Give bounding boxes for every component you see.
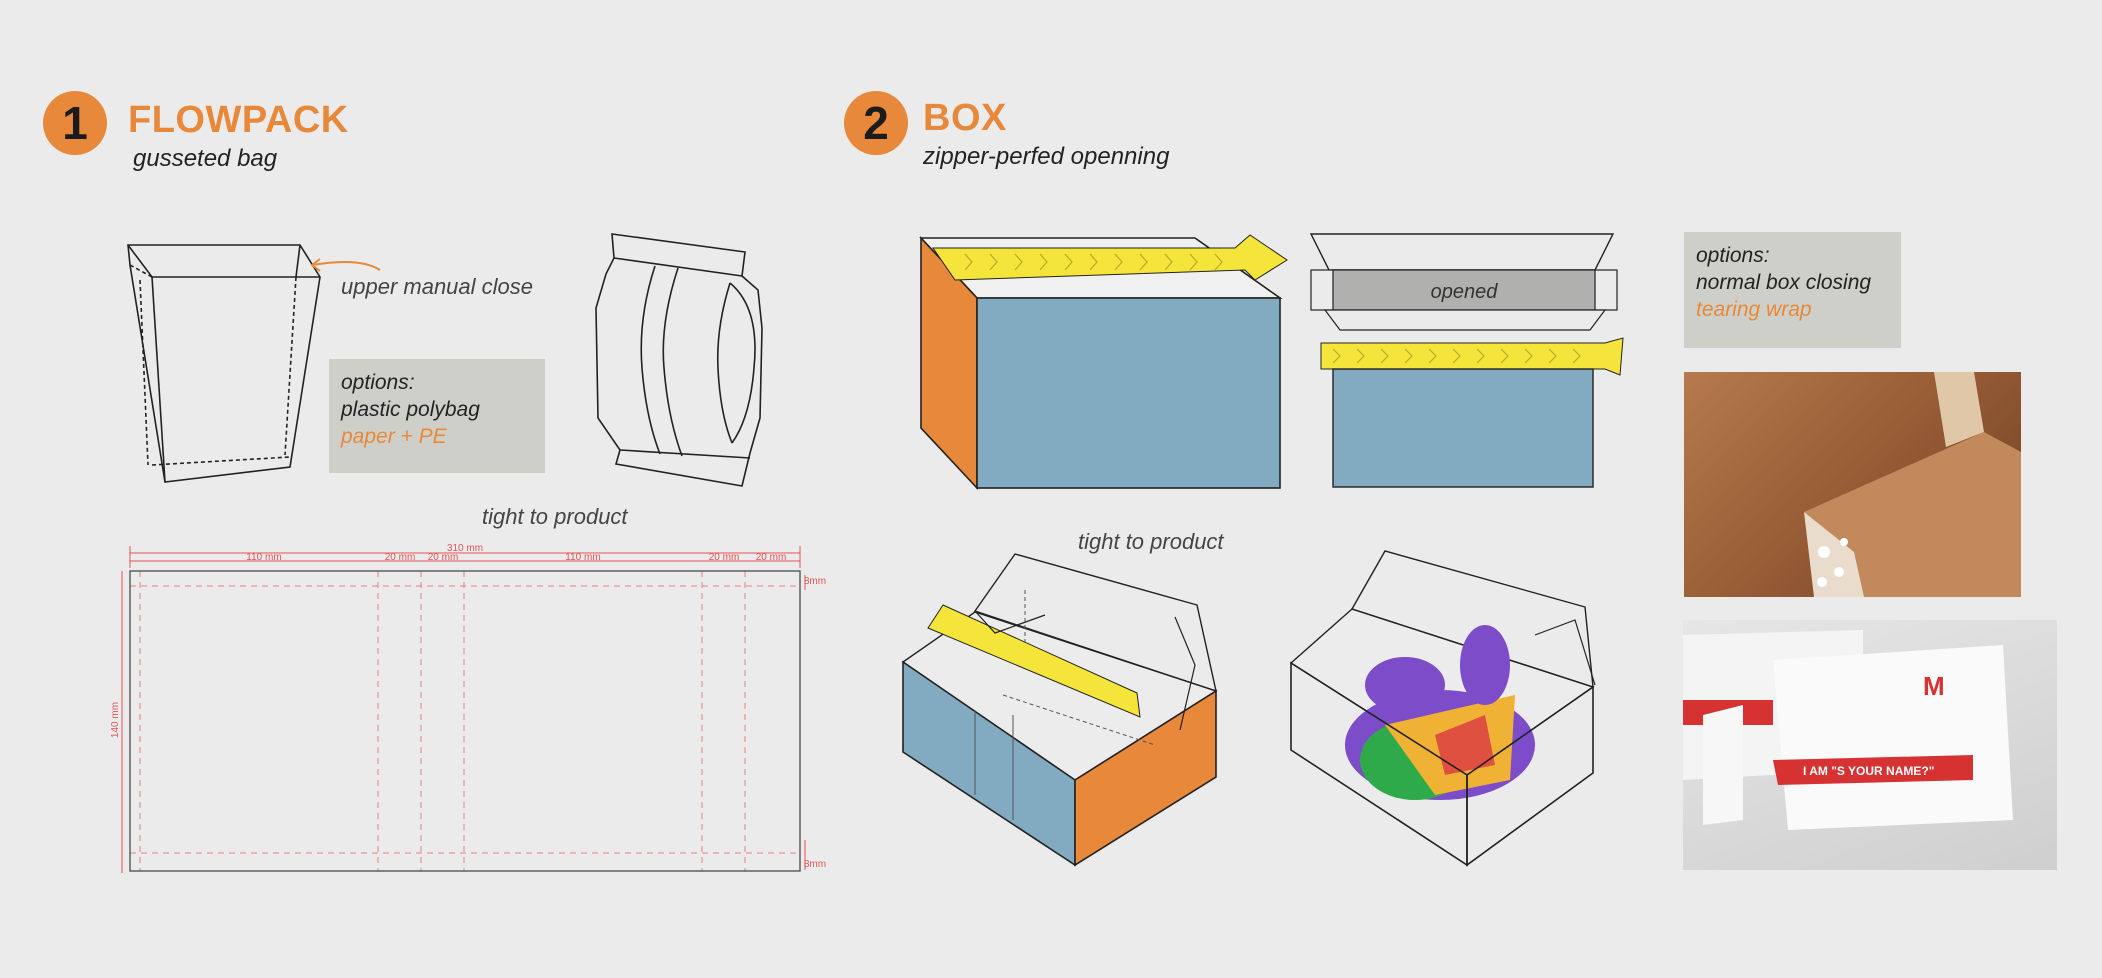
section-subtitle: zipper-perfed openning (923, 143, 1170, 170)
dimension-top-margin: 8mm (804, 576, 826, 587)
option-plastic-polybag: plastic polybag (341, 398, 480, 421)
dimension-height: 140 mm (110, 702, 121, 738)
section-subtitle: gusseted bag (133, 145, 278, 172)
dimension-segment: 110 mm (246, 552, 281, 563)
kraft-box-photo (1684, 372, 2021, 597)
option-tearing-wrap: tearing wrap (1696, 298, 1812, 321)
box-caption: tight to product (1078, 529, 1224, 554)
option-normal-box-closing: normal box closing (1696, 271, 1872, 294)
flowpack-caption: tight to product (482, 504, 628, 529)
options-heading: options: (1696, 244, 1770, 267)
white-box-image: M I AM "S YOUR NAME?" (1683, 630, 2013, 830)
dimension-segment: 110 mm (565, 552, 600, 563)
bag-dieline: 310 mm 110 mm 20 mm 20 mm 110 mm 20 mm 2… (110, 543, 826, 873)
section-title: BOX (923, 97, 1007, 139)
upper-close-note: upper manual close (341, 274, 534, 299)
dimension-segment: 20 mm (428, 552, 459, 563)
box-opened-illustration (1309, 233, 1624, 488)
box-closed-zipper-illustration (919, 234, 1288, 491)
gusseted-bag-illustration (127, 244, 381, 483)
options-heading: options: (341, 371, 415, 394)
dimension-segment: 20 mm (756, 552, 787, 563)
photo-slogan: I AM "S YOUR NAME?" (1803, 764, 1934, 778)
dimension-total: 310 mm (447, 543, 483, 554)
pouch-illustration (595, 233, 763, 487)
dimension-segment: 20 mm (385, 552, 416, 563)
flowpack-options-box: options: plastic polybag paper + PE (329, 359, 545, 473)
section-title: FLOWPACK (128, 99, 349, 141)
box-options-box: options: normal box closing tearing wrap (1684, 232, 1901, 348)
white-box-photo: M I AM "S YOUR NAME?" (1683, 620, 2057, 870)
section-number-badge: 2 (844, 91, 908, 155)
section-number-badge: 1 (43, 91, 107, 155)
dimension-bottom-margin: 8mm (804, 859, 826, 870)
kraft-box-image (1804, 372, 2021, 597)
option-paper-pe: paper + PE (341, 425, 447, 448)
dimension-segment: 20 mm (709, 552, 740, 563)
box-with-product-illustration (1289, 550, 1596, 867)
svg-text:M: M (1923, 671, 1945, 701)
opened-label: opened (1430, 281, 1498, 303)
box-isometric-open-illustration (901, 553, 1218, 867)
